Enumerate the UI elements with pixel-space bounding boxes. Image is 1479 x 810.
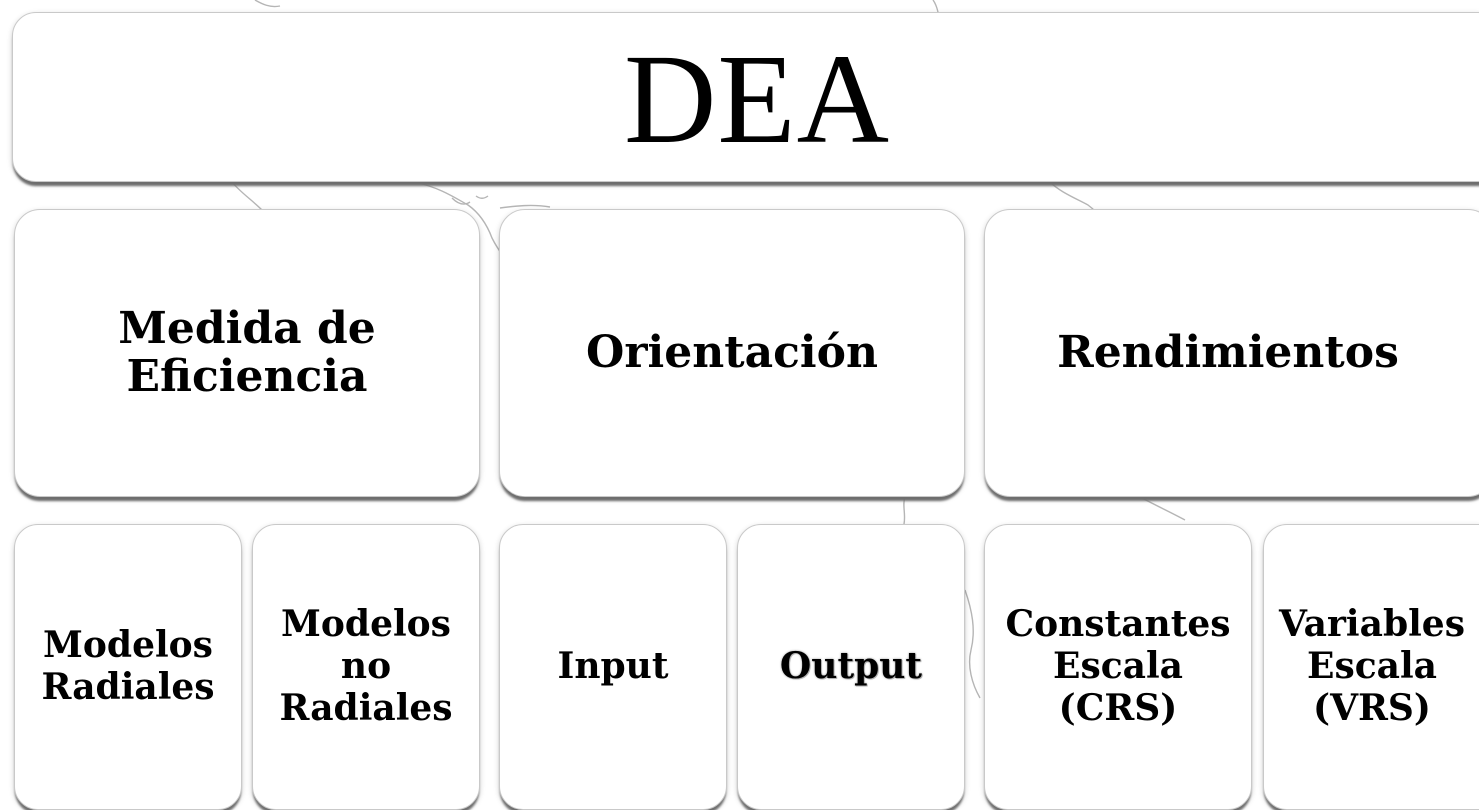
map-coastline: [254, 0, 281, 8]
map-coastline: [499, 204, 551, 209]
label-line: Escala: [1053, 645, 1183, 688]
leaf-label: Variables Escala (VRS): [1279, 604, 1465, 729]
leaf-box-constantes-escala: Constantes Escala (CRS): [984, 524, 1252, 810]
category-box-rendimientos: Rendimientos: [984, 209, 1479, 497]
label-line: Modelos: [43, 624, 213, 667]
label-line: Eficiencia: [126, 351, 368, 402]
map-coastline: [414, 181, 506, 259]
label-line: no: [340, 645, 392, 688]
label-line: Modelos: [281, 603, 451, 646]
map-coastline: [451, 197, 471, 205]
leaf-label: Output: [779, 645, 923, 688]
category-box-orientacion: Orientación: [499, 209, 965, 497]
label-line: Variables: [1279, 603, 1465, 646]
leaf-box-variables-escala: Variables Escala (VRS): [1263, 524, 1479, 810]
leaf-label: Input: [557, 645, 669, 688]
leaf-label: Modelos no Radiales: [279, 604, 452, 729]
label-line: Medida de: [118, 303, 376, 355]
label-line: Radiales: [279, 686, 453, 729]
label-line: Radiales: [41, 666, 215, 708]
label-line: Escala: [1307, 645, 1437, 688]
map-coastline: [964, 589, 981, 699]
label-line: Constantes: [1005, 603, 1231, 646]
leaf-box-input: Input: [499, 524, 727, 810]
leaf-label: Constantes Escala (CRS): [1005, 604, 1230, 729]
leaf-label: Modelos Radiales: [41, 624, 215, 709]
category-label-orientacion: Orientación: [586, 329, 878, 377]
label-line: Orientación: [586, 327, 878, 379]
map-coastline: [1049, 181, 1097, 213]
dea-title-box: DEA: [12, 12, 1479, 182]
leaf-box-output: Output: [737, 524, 965, 810]
map-coastline: [932, 0, 939, 13]
map-coastline: [475, 195, 489, 199]
leaf-box-modelos-no-radiales: Modelos no Radiales: [252, 524, 480, 810]
label-line: (CRS): [1058, 686, 1178, 729]
map-coastline: [1139, 496, 1186, 521]
label-line: Input: [557, 645, 669, 688]
map-coastline: [903, 496, 906, 525]
map-coastline: [231, 181, 263, 211]
label-line: Rendimientos: [1057, 327, 1399, 379]
dea-title: DEA: [623, 28, 891, 170]
category-box-eficiencia: Medida de Eficiencia: [14, 209, 480, 497]
category-label-rendimientos: Rendimientos: [1057, 329, 1399, 377]
leaf-box-modelos-radiales: Modelos Radiales: [14, 524, 242, 810]
label-line: Output: [779, 645, 923, 688]
category-label-eficiencia: Medida de Eficiencia: [118, 305, 376, 400]
label-line: (VRS): [1313, 686, 1431, 729]
